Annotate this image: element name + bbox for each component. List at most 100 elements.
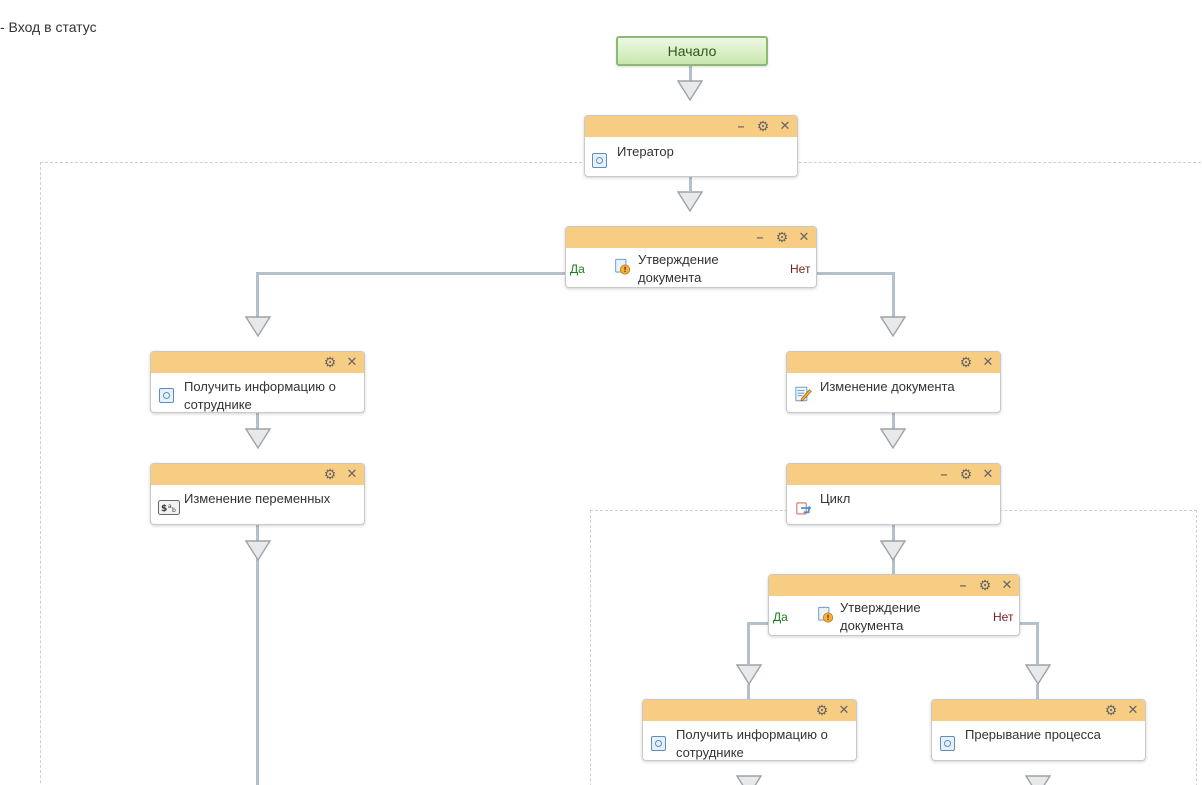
- close-icon[interactable]: ✕: [982, 354, 994, 369]
- gear-icon[interactable]: ⚙: [815, 702, 829, 718]
- start-node-label: Начало: [667, 43, 717, 59]
- connector: [1019, 622, 1039, 625]
- block-label-line: Утверждение: [840, 600, 921, 615]
- decision-yes-label: Да: [570, 262, 585, 276]
- connector: [747, 622, 750, 664]
- close-icon[interactable]: ✕: [1001, 577, 1013, 592]
- block-label-line: Получить информацию о: [676, 727, 828, 742]
- minimize-icon[interactable]: –: [756, 230, 764, 244]
- decision-no-label: Нет: [790, 262, 811, 276]
- gear-icon[interactable]: ⚙: [323, 466, 337, 482]
- close-icon[interactable]: ✕: [779, 118, 791, 133]
- activity-icon: [591, 152, 608, 169]
- workflow-title: - Вход в статус: [0, 19, 97, 35]
- connector: [892, 558, 895, 576]
- get-employee-info-block-inner[interactable]: ⚙ ✕ Получить информацию о сотруднике: [642, 699, 857, 761]
- flow-arrow-icon: [677, 191, 703, 213]
- flow-arrow-icon: [880, 540, 906, 562]
- block-header: – ⚙ ✕: [787, 464, 1000, 485]
- approval-warning-icon: [817, 606, 834, 623]
- gear-icon[interactable]: ⚙: [959, 354, 973, 370]
- block-label: Получить информацию о сотруднике: [676, 726, 828, 762]
- svg-text:$: $: [161, 504, 167, 514]
- connector: [892, 524, 895, 541]
- block-label: Изменение документа: [820, 379, 955, 394]
- connector: [256, 558, 259, 785]
- flow-arrow-icon: [677, 80, 703, 102]
- decision-block-approval-inner[interactable]: – ⚙ ✕ Да Нет Утверждение документа: [768, 574, 1020, 636]
- gear-icon[interactable]: ⚙: [959, 466, 973, 482]
- activity-icon: [939, 735, 956, 752]
- gear-icon[interactable]: ⚙: [756, 118, 770, 134]
- block-header: – ⚙ ✕: [585, 116, 797, 137]
- activity-icon: [650, 735, 667, 752]
- block-label: Утверждение документа: [638, 251, 719, 287]
- close-icon[interactable]: ✕: [838, 702, 850, 717]
- close-icon[interactable]: ✕: [346, 466, 358, 481]
- flow-arrow-icon: [1025, 664, 1051, 686]
- connector: [256, 524, 259, 541]
- block-label: Получить информацию о сотруднике: [184, 378, 336, 414]
- activity-icon: [158, 387, 175, 404]
- connector: [816, 272, 895, 275]
- close-icon[interactable]: ✕: [346, 354, 358, 369]
- close-icon[interactable]: ✕: [798, 229, 810, 244]
- block-label-line: Утверждение: [638, 252, 719, 267]
- start-node[interactable]: Начало: [616, 36, 768, 66]
- gear-icon[interactable]: ⚙: [1104, 702, 1118, 718]
- get-employee-info-block[interactable]: ⚙ ✕ Получить информацию о сотруднике: [150, 351, 365, 413]
- block-label-line: сотруднике: [676, 745, 744, 760]
- loop-block[interactable]: – ⚙ ✕ Цикл: [786, 463, 1001, 525]
- block-header: ⚙ ✕: [151, 352, 364, 373]
- block-label-line: документа: [840, 618, 904, 633]
- block-label: Утверждение документа: [840, 599, 921, 635]
- block-header: ⚙ ✕: [787, 352, 1000, 373]
- flow-arrow-icon: [245, 428, 271, 450]
- connector: [747, 684, 750, 700]
- minimize-icon[interactable]: –: [940, 467, 948, 481]
- flow-arrow-icon: [880, 428, 906, 450]
- flow-arrow-icon: [1025, 775, 1051, 785]
- iterator-block[interactable]: – ⚙ ✕ Итератор: [584, 115, 798, 177]
- block-label: Цикл: [820, 491, 851, 506]
- approval-warning-icon: [614, 258, 631, 275]
- connector: [256, 412, 259, 429]
- close-icon[interactable]: ✕: [982, 466, 994, 481]
- gear-icon[interactable]: ⚙: [978, 577, 992, 593]
- interrupt-process-block[interactable]: ⚙ ✕ Прерывание процесса: [931, 699, 1146, 761]
- gear-icon[interactable]: ⚙: [323, 354, 337, 370]
- decision-no-label: Нет: [993, 610, 1014, 624]
- block-label-line: документа: [638, 270, 702, 285]
- edit-document-icon: [795, 385, 812, 402]
- connector: [1036, 622, 1039, 664]
- block-label-line: Получить информацию о: [184, 379, 336, 394]
- connector: [1036, 684, 1039, 700]
- decision-block-approval[interactable]: – ⚙ ✕ Да Нет Утверждение документа: [565, 226, 817, 288]
- block-label-line: сотруднике: [184, 397, 252, 412]
- block-header: – ⚙ ✕: [769, 575, 1019, 596]
- minimize-icon[interactable]: –: [737, 119, 745, 133]
- block-label: Итератор: [617, 144, 674, 159]
- block-label: Прерывание процесса: [965, 727, 1101, 742]
- flow-arrow-icon: [245, 540, 271, 562]
- flow-arrow-icon: [245, 316, 271, 338]
- svg-text:b: b: [172, 507, 176, 514]
- svg-text:a: a: [168, 503, 172, 510]
- minimize-icon[interactable]: –: [959, 578, 967, 592]
- connector: [689, 176, 692, 191]
- loop-icon: [796, 499, 813, 516]
- edit-document-block[interactable]: ⚙ ✕ Изменение документа: [786, 351, 1001, 413]
- close-icon[interactable]: ✕: [1127, 702, 1139, 717]
- flow-arrow-icon: [736, 775, 762, 785]
- connector: [256, 272, 566, 275]
- gear-icon[interactable]: ⚙: [775, 229, 789, 245]
- connector: [689, 62, 692, 82]
- flow-arrow-icon: [736, 664, 762, 686]
- connector: [892, 272, 895, 317]
- block-header: ⚙ ✕: [151, 464, 364, 485]
- connector: [747, 622, 769, 625]
- block-header: ⚙ ✕: [932, 700, 1145, 721]
